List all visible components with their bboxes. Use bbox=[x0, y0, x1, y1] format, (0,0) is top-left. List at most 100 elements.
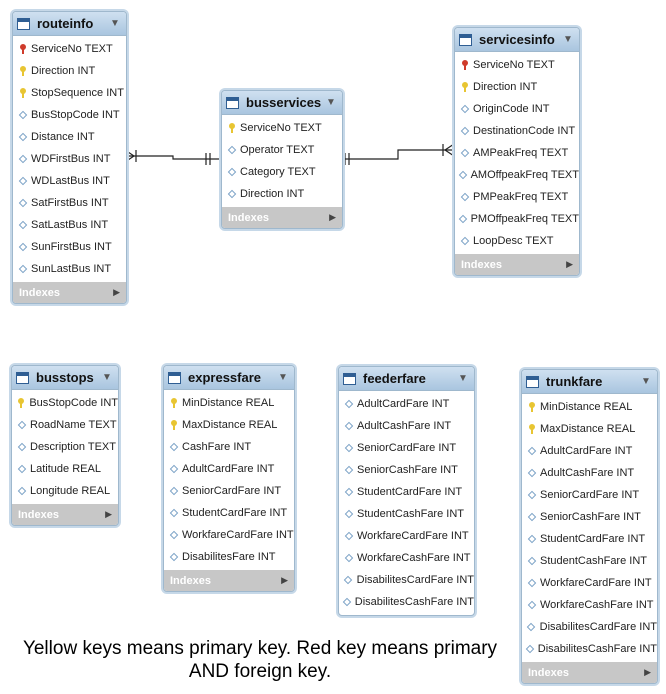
column-row[interactable]: Direction INT bbox=[222, 183, 342, 205]
column-row[interactable]: AdultCashFare INT bbox=[522, 462, 657, 484]
column-icon-slot bbox=[18, 198, 27, 208]
chevron-down-icon[interactable]: ▼ bbox=[458, 373, 468, 384]
column-row[interactable]: Latitude REAL bbox=[12, 458, 118, 480]
column-label: MinDistance REAL bbox=[540, 401, 633, 413]
column-row[interactable]: WDLastBus INT bbox=[13, 170, 126, 192]
column-row[interactable]: AdultCashFare INT bbox=[339, 415, 474, 437]
column-row[interactable]: BusStopCode INT bbox=[12, 392, 118, 414]
column-row[interactable]: AMPeakFreq TEXT bbox=[455, 142, 579, 164]
column-row[interactable]: SatFirstBus INT bbox=[13, 192, 126, 214]
expand-arrow-icon[interactable]: ▶ bbox=[644, 667, 651, 677]
column-row[interactable]: PMOffpeakFreq TEXT bbox=[455, 208, 579, 230]
indexes-footer[interactable]: Indexes▶ bbox=[12, 504, 118, 525]
column-row[interactable]: DisabilitesFare INT bbox=[164, 546, 294, 568]
column-row[interactable]: SeniorCardFare INT bbox=[164, 480, 294, 502]
column-row[interactable]: DisabilitesCardFare INT bbox=[339, 569, 474, 591]
column-row[interactable]: DisabilitesCashFare INT bbox=[339, 591, 474, 613]
expand-arrow-icon[interactable]: ▶ bbox=[105, 509, 112, 519]
expand-arrow-icon[interactable]: ▶ bbox=[329, 212, 336, 222]
column-row[interactable]: WorkfareCardFare INT bbox=[164, 524, 294, 546]
column-row[interactable]: WDFirstBus INT bbox=[13, 148, 126, 170]
column-row[interactable]: Distance INT bbox=[13, 126, 126, 148]
column-row[interactable]: WorkfareCashFare INT bbox=[522, 594, 657, 616]
table-header[interactable]: busstops▼ bbox=[12, 366, 118, 390]
column-row[interactable]: CashFare INT bbox=[164, 436, 294, 458]
column-row[interactable]: ServiceNo TEXT bbox=[455, 54, 579, 76]
table-header[interactable]: routeinfo▼ bbox=[13, 12, 126, 36]
column-row[interactable]: SunFirstBus INT bbox=[13, 236, 126, 258]
column-row[interactable]: StudentCashFare INT bbox=[339, 503, 474, 525]
indexes-footer[interactable]: Indexes▶ bbox=[522, 662, 657, 683]
column-row[interactable]: WorkfareCardFare INT bbox=[339, 525, 474, 547]
column-row[interactable]: AdultCardFare INT bbox=[339, 393, 474, 415]
column-row[interactable]: StudentCardFare INT bbox=[522, 528, 657, 550]
column-row[interactable]: SeniorCardFare INT bbox=[522, 484, 657, 506]
chevron-down-icon[interactable]: ▼ bbox=[110, 18, 120, 29]
column-row[interactable]: SeniorCashFare INT bbox=[522, 506, 657, 528]
column-row[interactable]: SatLastBus INT bbox=[13, 214, 126, 236]
column-row[interactable]: PMPeakFreq TEXT bbox=[455, 186, 579, 208]
expand-arrow-icon[interactable]: ▶ bbox=[113, 287, 120, 297]
expand-arrow-icon[interactable]: ▶ bbox=[281, 575, 288, 585]
column-row[interactable]: DestinationCode INT bbox=[455, 120, 579, 142]
column-label: Description TEXT bbox=[30, 441, 116, 453]
column-row[interactable]: RoadName TEXT bbox=[12, 414, 118, 436]
column-row[interactable]: OriginCode INT bbox=[455, 98, 579, 120]
column-row[interactable]: StudentCardFare INT bbox=[339, 481, 474, 503]
column-row[interactable]: StopSequence INT bbox=[13, 82, 126, 104]
column-icon-slot bbox=[17, 486, 26, 496]
column-row[interactable]: AdultCardFare INT bbox=[522, 440, 657, 462]
chevron-down-icon[interactable]: ▼ bbox=[563, 34, 573, 45]
table-header[interactable]: trunkfare▼ bbox=[522, 370, 657, 394]
column-row[interactable]: WorkfareCashFare INT bbox=[339, 547, 474, 569]
column-diamond-icon bbox=[527, 556, 536, 566]
column-row[interactable]: DisabilitesCardFare INT bbox=[522, 616, 657, 638]
column-row[interactable]: Direction INT bbox=[13, 60, 126, 82]
column-row[interactable]: AMOffpeakFreq TEXT bbox=[455, 164, 579, 186]
column-row[interactable]: Description TEXT bbox=[12, 436, 118, 458]
table-header[interactable]: expressfare▼ bbox=[164, 366, 294, 390]
column-row[interactable]: DisabilitesCashFare INT bbox=[522, 638, 657, 660]
column-row[interactable]: ServiceNo TEXT bbox=[13, 38, 126, 60]
table-header[interactable]: servicesinfo▼ bbox=[455, 28, 579, 52]
column-row[interactable]: BusStopCode INT bbox=[13, 104, 126, 126]
column-row[interactable]: AdultCardFare INT bbox=[164, 458, 294, 480]
column-row[interactable]: ServiceNo TEXT bbox=[222, 117, 342, 139]
indexes-footer[interactable]: Indexes▶ bbox=[455, 254, 579, 275]
column-row[interactable]: Category TEXT bbox=[222, 161, 342, 183]
column-row[interactable]: LoopDesc TEXT bbox=[455, 230, 579, 252]
column-row[interactable]: StudentCardFare INT bbox=[164, 502, 294, 524]
table-header[interactable]: feederfare▼ bbox=[339, 367, 474, 391]
chevron-down-icon[interactable]: ▼ bbox=[278, 372, 288, 383]
column-row[interactable]: WorkfareCardFare INT bbox=[522, 572, 657, 594]
chevron-down-icon[interactable]: ▼ bbox=[641, 376, 651, 387]
column-row[interactable]: Longitude REAL bbox=[12, 480, 118, 502]
column-row[interactable]: SunLastBus INT bbox=[13, 258, 126, 280]
column-row[interactable]: StudentCashFare INT bbox=[522, 550, 657, 572]
column-diamond-icon bbox=[18, 220, 27, 230]
column-row[interactable]: MinDistance REAL bbox=[522, 396, 657, 418]
table-trunkfare[interactable]: trunkfare▼ MinDistance REAL MaxDistance RE… bbox=[521, 369, 658, 684]
chevron-down-icon[interactable]: ▼ bbox=[326, 97, 336, 108]
expand-arrow-icon[interactable]: ▶ bbox=[566, 259, 573, 269]
column-row[interactable]: SeniorCashFare INT bbox=[339, 459, 474, 481]
chevron-down-icon[interactable]: ▼ bbox=[102, 372, 112, 383]
column-diamond-icon bbox=[169, 442, 178, 452]
column-row[interactable]: Operator TEXT bbox=[222, 139, 342, 161]
indexes-footer[interactable]: Indexes▶ bbox=[164, 570, 294, 591]
table-header[interactable]: busservices▼ bbox=[222, 91, 342, 115]
indexes-footer[interactable]: Indexes▶ bbox=[222, 207, 342, 228]
column-row[interactable]: MaxDistance REAL bbox=[522, 418, 657, 440]
column-row[interactable]: SeniorCardFare INT bbox=[339, 437, 474, 459]
column-row[interactable]: MinDistance REAL bbox=[164, 392, 294, 414]
column-row[interactable]: MaxDistance REAL bbox=[164, 414, 294, 436]
column-diamond-icon bbox=[169, 486, 178, 496]
indexes-footer[interactable]: Indexes▶ bbox=[13, 282, 126, 303]
column-row[interactable]: Direction INT bbox=[455, 76, 579, 98]
